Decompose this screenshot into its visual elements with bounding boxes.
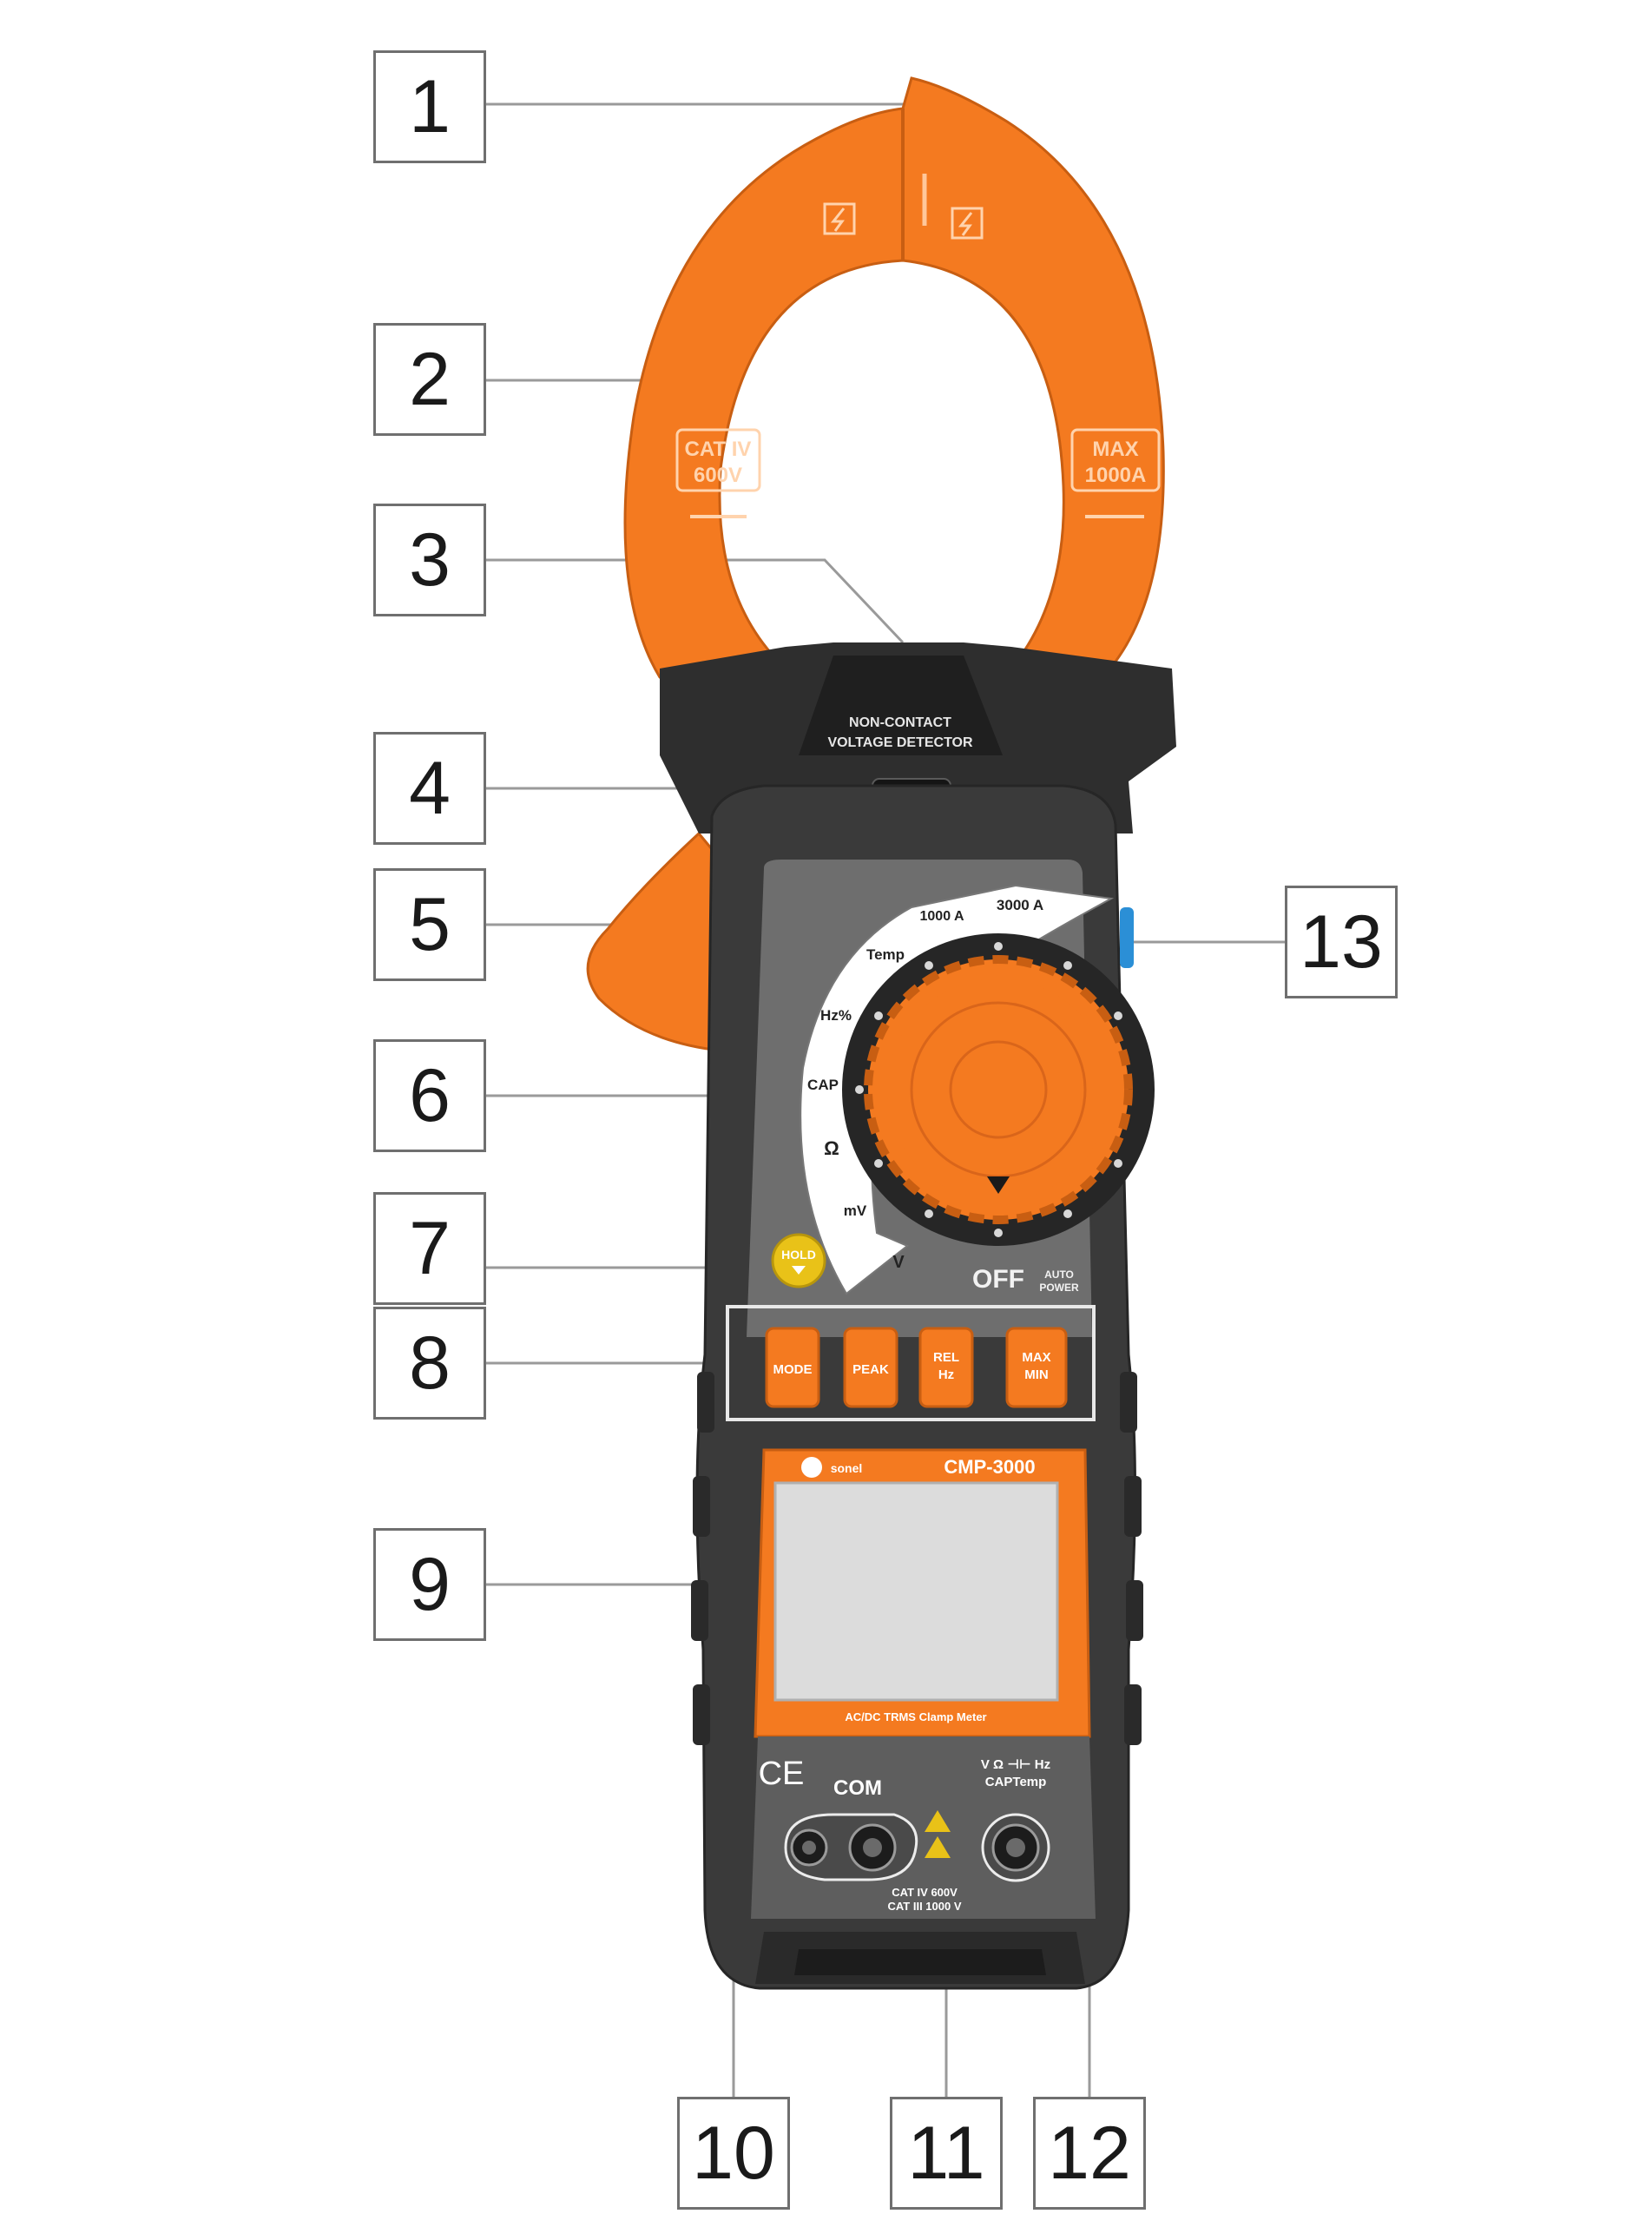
detector-line2: VOLTAGE DETECTOR xyxy=(827,735,973,750)
callout-7: 7 xyxy=(373,1192,486,1305)
max-line2: 1000A xyxy=(1085,464,1147,487)
range-mv: mV xyxy=(844,1202,867,1219)
callout-12: 12 xyxy=(1033,2097,1146,2210)
callout-9: 9 xyxy=(373,1528,486,1641)
max-line1: MAX xyxy=(1092,438,1138,461)
range-selector-scale: 3000 A 1000 A Temp Hz% CAP Ω mV V xyxy=(800,884,1115,1295)
terminal-input-socket[interactable] xyxy=(981,1813,1050,1882)
callout-10: 10 xyxy=(677,2097,790,2210)
mode-label: MODE xyxy=(773,1362,813,1377)
clamp-jaw xyxy=(623,76,1165,679)
range-cap: CAP xyxy=(807,1077,839,1093)
callout-number: 8 xyxy=(409,1321,451,1405)
callout-number: 4 xyxy=(409,746,451,830)
ce-mark: CE xyxy=(759,1756,805,1792)
callout-13: 13 xyxy=(1285,886,1398,998)
knob-pointer-icon xyxy=(987,1176,1010,1194)
callout-number: 11 xyxy=(907,2111,985,2195)
hold-arrow-icon xyxy=(792,1266,806,1275)
brand-label: sonel xyxy=(831,1461,863,1475)
rel-hz-label: Hz xyxy=(938,1367,954,1382)
cat-line1: CAT IV xyxy=(685,438,752,461)
cat-rating-badge: CAT IV 600V xyxy=(675,428,761,518)
range-1000a: 1000 A xyxy=(920,909,964,924)
rating-line1: CAT IV 600V xyxy=(892,1886,958,1899)
hold-button[interactable]: HOLD xyxy=(771,1233,826,1288)
max-min-button[interactable]: MAX MIN xyxy=(1005,1327,1068,1408)
danger-lightning-icon-left xyxy=(823,202,856,235)
terminal-10-socket[interactable] xyxy=(790,1828,828,1867)
lcd-screen xyxy=(773,1481,1059,1702)
rotary-function-knob[interactable] xyxy=(864,955,1133,1224)
rel-label: REL xyxy=(933,1350,959,1365)
input-label-line2: CAPTemp xyxy=(985,1775,1047,1789)
auto-power-line2: POWER xyxy=(1039,1282,1079,1294)
callout-number: 3 xyxy=(409,517,451,602)
cat-line2: 600V xyxy=(694,464,742,487)
mode-button[interactable]: MODE xyxy=(765,1327,820,1408)
function-buttons-outline xyxy=(726,1305,1096,1421)
rating-line2: CAT III 1000 V xyxy=(887,1900,961,1913)
callout-11: 11 xyxy=(890,2097,1003,2210)
auto-power-line1: AUTO xyxy=(1044,1268,1074,1281)
dial-ring-dots xyxy=(855,942,1122,1237)
callout-6: 6 xyxy=(373,1039,486,1152)
callout-number: 10 xyxy=(692,2111,775,2195)
range-3000a: 3000 A xyxy=(997,897,1043,913)
model-label: CMP-3000 xyxy=(944,1456,1035,1478)
range-ohm: Ω xyxy=(824,1137,839,1159)
callout-number: 6 xyxy=(409,1053,451,1137)
peak-label: PEAK xyxy=(852,1362,889,1377)
callout-number: 12 xyxy=(1048,2111,1131,2195)
terminal-com-socket[interactable] xyxy=(848,1823,897,1872)
rel-hz-button[interactable]: REL Hz xyxy=(918,1327,974,1408)
hold-label: HOLD xyxy=(781,1248,816,1262)
max-label: MAX xyxy=(1022,1350,1050,1365)
min-label: MIN xyxy=(1024,1367,1049,1382)
off-label: OFF xyxy=(972,1265,1024,1294)
callout-number: 1 xyxy=(409,64,451,148)
detector-plate xyxy=(799,656,1003,755)
callout-number: 9 xyxy=(409,1542,451,1626)
callout-8: 8 xyxy=(373,1307,486,1420)
meter-subtitle: AC/DC TRMS Clamp Meter xyxy=(845,1710,986,1723)
callout-2: 2 xyxy=(373,323,486,436)
callout-1: 1 xyxy=(373,50,486,163)
danger-lightning-icon-right xyxy=(951,207,984,240)
callout-number: 7 xyxy=(409,1206,451,1290)
range-v: V xyxy=(892,1253,905,1272)
side-indicator-light xyxy=(1120,907,1134,968)
callout-5: 5 xyxy=(373,868,486,981)
meter-foot-recess xyxy=(794,1949,1046,1975)
detector-line1: NON-CONTACT xyxy=(849,715,951,730)
jaw-trigger[interactable] xyxy=(586,831,722,1052)
max-current-badge: MAX 1000A xyxy=(1070,428,1161,518)
range-hz: Hz% xyxy=(820,1007,852,1024)
input-label-line1: V Ω ⊣⊢ Hz xyxy=(981,1757,1050,1772)
brand-logo: sonel xyxy=(801,1457,862,1478)
callout-number: 5 xyxy=(409,882,451,966)
range-temp: Temp xyxy=(866,946,905,963)
leader-line-3 xyxy=(486,558,905,644)
callout-3: 3 xyxy=(373,504,486,616)
callout-number: 13 xyxy=(1300,899,1383,984)
callout-4: 4 xyxy=(373,732,486,845)
callout-number: 2 xyxy=(409,337,451,421)
com-label: COM xyxy=(833,1776,882,1800)
grip-ridges xyxy=(691,1372,1143,1745)
peak-button[interactable]: PEAK xyxy=(843,1327,898,1408)
warning-triangle-icon xyxy=(925,1810,951,1858)
